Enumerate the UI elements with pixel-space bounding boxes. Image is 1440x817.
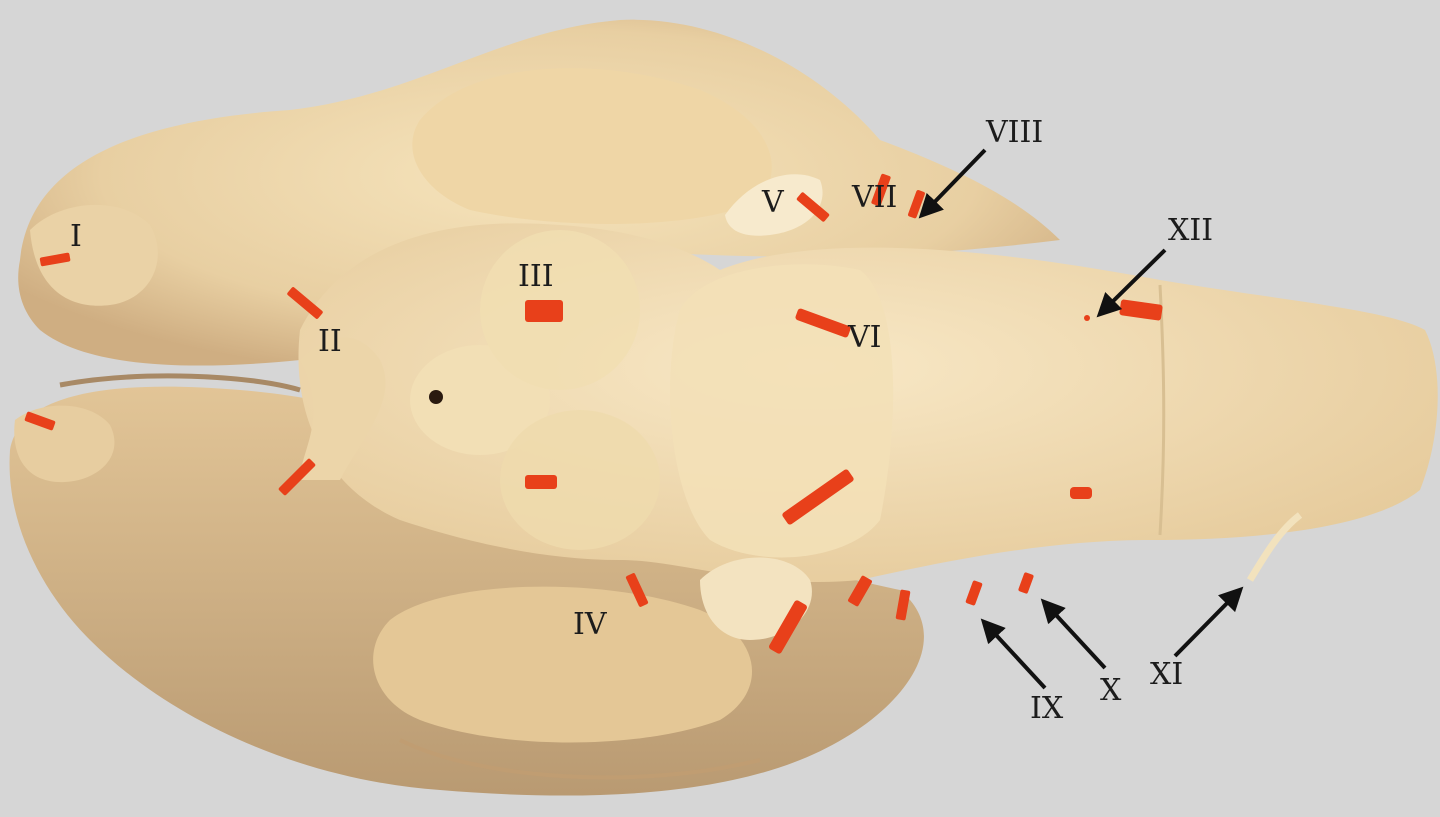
label-cranial-nerve-iii: III <box>518 259 554 294</box>
pons <box>670 264 894 558</box>
label-cranial-nerve-xii: XII <box>1168 213 1214 248</box>
label-cranial-nerve-vi: VI <box>848 320 882 355</box>
label-cranial-nerve-x: X <box>1100 673 1122 708</box>
label-cranial-nerve-iv: IV <box>573 607 607 642</box>
label-cranial-nerve-ix: IX <box>1030 691 1064 726</box>
label-cranial-nerve-xi: XI <box>1150 657 1184 692</box>
label-arrows <box>918 148 1244 690</box>
ventral-roots <box>700 557 812 640</box>
label-cranial-nerve-viii: VIII <box>986 115 1044 150</box>
label-cranial-nerve-i: I <box>70 219 82 254</box>
trigeminal-root <box>725 174 823 236</box>
nerve-markers <box>24 173 1163 654</box>
arrow-x <box>1040 598 1107 670</box>
arrow-xii <box>1096 248 1167 318</box>
accessory-nerve <box>1246 512 1303 582</box>
cerebellum-top <box>412 68 772 224</box>
cerebellum-bottom <box>373 586 753 743</box>
arrow-xi <box>1173 586 1244 658</box>
arrow-viii <box>918 148 987 219</box>
label-cranial-nerve-vii: VII <box>852 180 898 215</box>
label-cranial-nerve-v: V <box>762 185 784 220</box>
label-cranial-nerve-ii: II <box>318 324 342 359</box>
optic-tract <box>300 337 386 480</box>
arrow-ix <box>980 618 1047 690</box>
olfactory-bulb-upper <box>30 204 158 306</box>
